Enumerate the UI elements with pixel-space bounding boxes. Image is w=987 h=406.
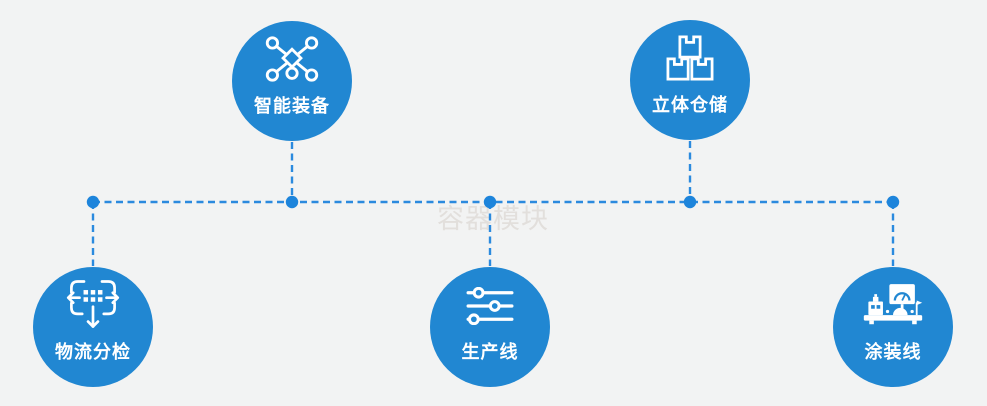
junction-dot (886, 195, 900, 209)
distribute-arrows-icon (66, 280, 120, 328)
node-label: 涂装线 (864, 342, 922, 362)
sliders-icon (466, 287, 514, 325)
node-label: 物流分检 (55, 342, 131, 362)
junction-dot (285, 195, 299, 209)
node-label: 立体仓储 (652, 95, 728, 115)
junction-dot (86, 195, 100, 209)
node-smart-equipment[interactable]: 智能装备 (232, 21, 352, 141)
junction-dot (483, 195, 497, 209)
junction-dot (683, 195, 697, 209)
node-stereoscopic-warehouse[interactable]: 立体仓储 (630, 20, 750, 140)
node-label: 智能装备 (254, 96, 330, 116)
stacked-boxes-icon (666, 35, 714, 81)
control-station-icon (863, 284, 923, 325)
node-production-line[interactable]: 生产线 (430, 267, 550, 387)
network-nodes-icon (265, 36, 319, 82)
node-logistics-sorting[interactable]: 物流分检 (33, 267, 153, 387)
watermark: 容器模块 (437, 204, 549, 234)
node-painting-line[interactable]: 涂装线 (833, 267, 953, 387)
node-label: 生产线 (461, 342, 519, 362)
